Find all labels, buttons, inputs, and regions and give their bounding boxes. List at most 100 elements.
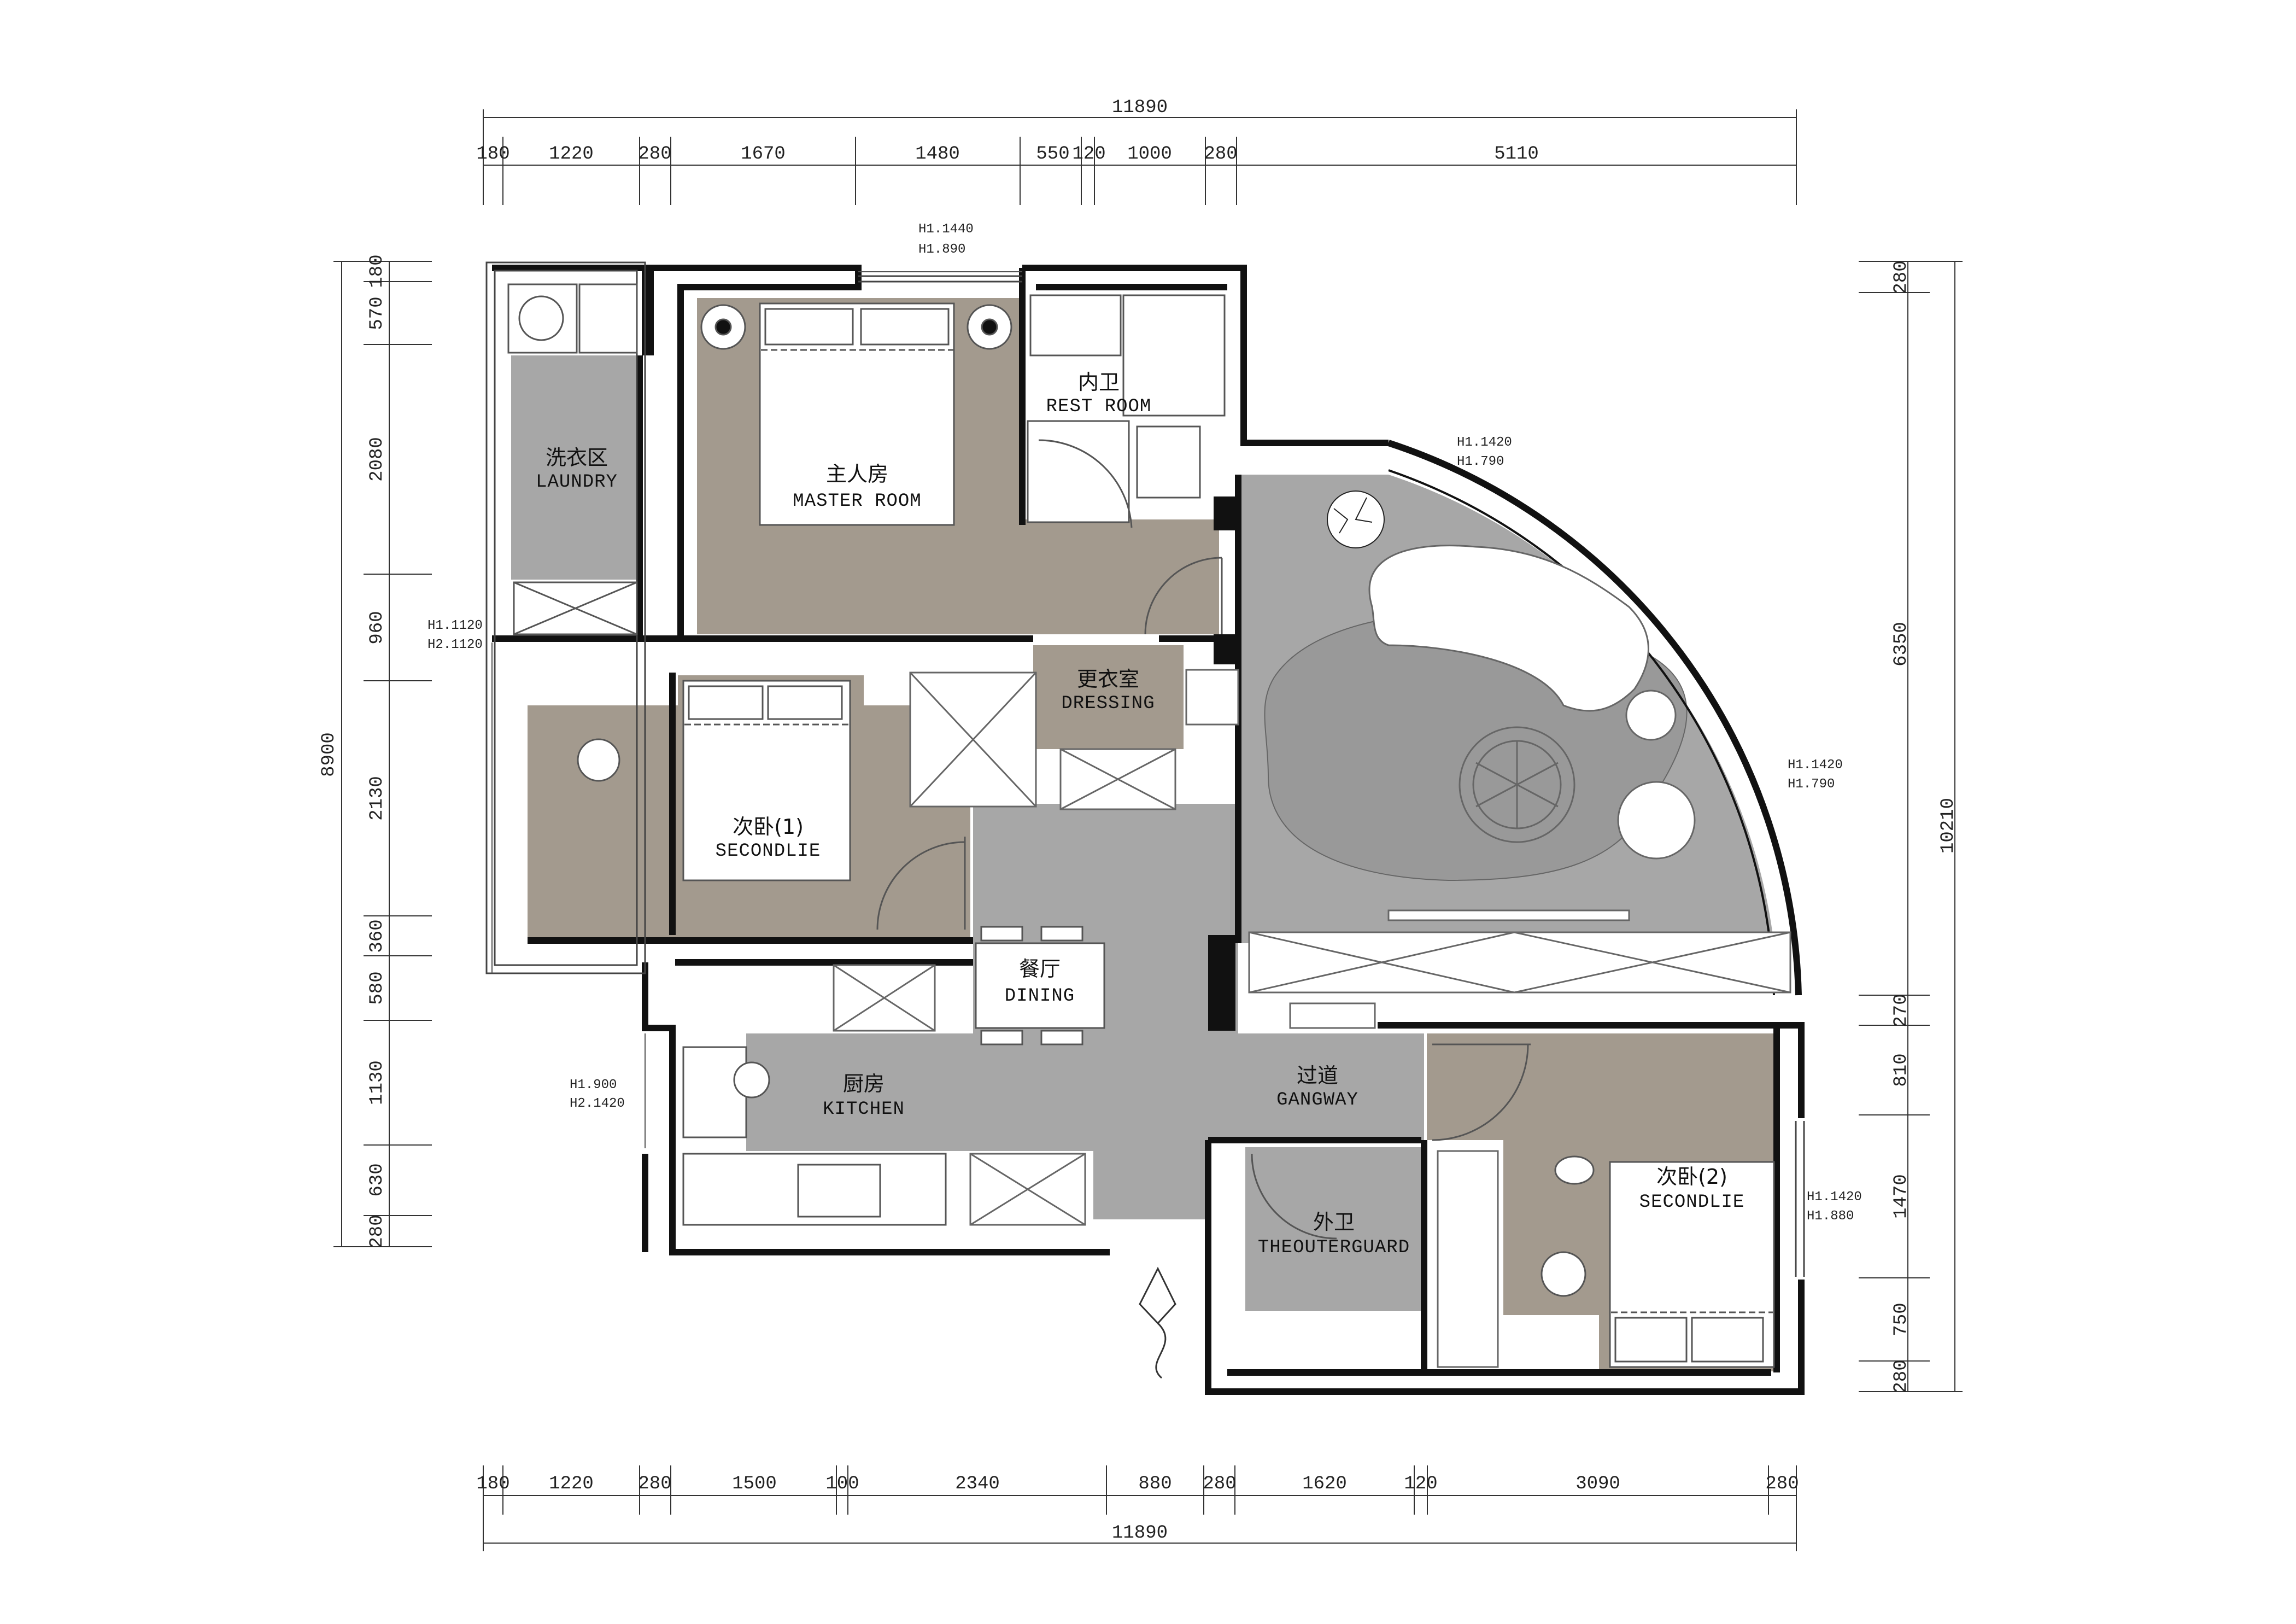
note-laundry-1: H1.1120 <box>427 618 483 633</box>
dressing-label-en: DRESSING <box>1061 693 1155 714</box>
second1-label-cn: 次卧(1) <box>733 815 804 839</box>
laundry-label-cn: 洗衣区 <box>546 446 608 470</box>
dim-right: 280 <box>1891 1359 1912 1393</box>
dim-bottom-total: 11890 <box>1112 1523 1168 1544</box>
dim-bottom: 280 <box>1203 1474 1236 1494</box>
dim-top: 1220 <box>549 144 594 165</box>
windows <box>491 271 1022 1148</box>
note-arc-top-1: H1.1420 <box>1457 435 1512 450</box>
dim-left: 360 <box>367 919 388 953</box>
dim-top: 1480 <box>915 144 960 165</box>
columns <box>1208 496 1238 1031</box>
dim-left: 2080 <box>367 437 388 482</box>
note-laundry-2: H2.1120 <box>427 638 483 652</box>
laundry-label-en: LAUNDRY <box>536 472 618 493</box>
dim-bottom: 3090 <box>1575 1474 1620 1494</box>
master-label-cn: 主人房 <box>826 462 888 486</box>
dressing-label-cn: 更衣室 <box>1077 667 1139 691</box>
dim-bottom: 1500 <box>732 1474 777 1494</box>
dim-top: 180 <box>476 144 509 165</box>
sofa-icon <box>1368 545 1696 860</box>
note-kitchen-1: H1.900 <box>570 1078 617 1093</box>
north-arrow-icon <box>1139 1266 1176 1379</box>
note-bedroom2-1: H1.1420 <box>1807 1190 1862 1205</box>
dimension-labels-left: 8900 180 570 2080 960 2130 360 580 1130 … <box>319 254 388 1248</box>
dining-label-en: DINING <box>1005 986 1075 1007</box>
dim-left: 960 <box>367 611 388 644</box>
dining-table-icon <box>975 926 1105 1045</box>
dim-top: 280 <box>1204 144 1237 165</box>
dim-bottom: 120 <box>1404 1474 1437 1494</box>
doors <box>876 439 1531 1240</box>
outerbath-floor <box>1245 1147 1423 1311</box>
dim-bottom: 2340 <box>955 1474 1000 1494</box>
restroom-label-cn: 内卫 <box>1078 370 1120 394</box>
outer-label-en: THEOUTERGUARD <box>1258 1237 1410 1258</box>
dim-right: 6350 <box>1891 622 1912 667</box>
window-height-notes: H1.1440 H1.890 H1.1420 H1.790 H1.1420 H1… <box>427 222 1862 1224</box>
restroom-label-en: REST ROOM <box>1046 396 1152 417</box>
dim-right: 280 <box>1891 260 1912 294</box>
gangway-label-cn: 过道 <box>1297 1064 1338 1088</box>
dim-bottom: 880 <box>1138 1474 1172 1494</box>
dim-top: 120 <box>1072 144 1105 165</box>
note-north-2: H1.890 <box>918 242 965 257</box>
dim-right: 750 <box>1891 1302 1912 1336</box>
kitchen-counter-icon <box>682 1046 947 1226</box>
dim-top: 1000 <box>1127 144 1172 165</box>
second2-bed-icon <box>1541 1155 1775 1368</box>
dim-top: 5110 <box>1494 144 1539 165</box>
dim-bottom: 1620 <box>1302 1474 1347 1494</box>
cabinets <box>833 669 1791 1368</box>
dim-left: 2130 <box>367 776 388 821</box>
walls <box>492 265 1805 1395</box>
dim-bottom: 280 <box>1765 1474 1799 1494</box>
dim-left: 1130 <box>367 1060 388 1105</box>
dim-left-total: 8900 <box>319 732 339 777</box>
dim-bottom: 180 <box>476 1474 509 1494</box>
dim-right-total: 10210 <box>1938 798 1959 854</box>
note-bedroom2-2: H1.880 <box>1807 1209 1854 1224</box>
dim-bottom: 280 <box>638 1474 671 1494</box>
second1-label-en: SECONDLIE <box>716 841 821 862</box>
kitchen-floor <box>746 1033 1102 1151</box>
dim-bottom: 100 <box>825 1474 859 1494</box>
note-arc-right-2: H1.790 <box>1788 777 1835 792</box>
outer-label-cn: 外卫 <box>1313 1210 1355 1234</box>
dim-left: 580 <box>367 971 388 1004</box>
note-kitchen-2: H2.1420 <box>570 1096 625 1111</box>
room-labels: 洗衣区 LAUNDRY 主人房 MASTER ROOM 内卫 REST ROOM… <box>536 370 1744 1258</box>
dim-left: 180 <box>367 254 388 288</box>
kitchen-label-cn: 厨房 <box>843 1072 885 1096</box>
dim-top: 280 <box>638 144 671 165</box>
dim-left: 630 <box>367 1163 388 1196</box>
note-north-1: H1.1440 <box>918 222 974 237</box>
dimension-labels: 11890 180 1220 280 1670 1480 550 120 100… <box>476 97 1799 1544</box>
dim-bottom: 1220 <box>549 1474 594 1494</box>
master-label-en: MASTER ROOM <box>793 491 921 512</box>
gangway-label-en: GANGWAY <box>1276 1090 1358 1111</box>
dim-top-total: 11890 <box>1112 97 1168 118</box>
dining-label-cn: 餐厅 <box>1019 957 1061 981</box>
dim-left: 280 <box>367 1214 388 1248</box>
laundry-floor <box>511 355 640 580</box>
dimension-ticks <box>333 109 1963 1551</box>
restroom-fixtures-icon <box>1027 294 1226 523</box>
second2-label-en: SECONDLIE <box>1639 1192 1745 1213</box>
second1-bed-icon <box>577 680 851 881</box>
dimension-lines <box>341 117 1955 1544</box>
dim-right: 270 <box>1891 994 1912 1027</box>
washer-icon <box>507 283 638 635</box>
dim-top: 1670 <box>741 144 786 165</box>
dim-right: 810 <box>1891 1053 1912 1086</box>
plant-icon <box>1327 490 1385 548</box>
note-arc-top-2: H1.790 <box>1457 454 1504 469</box>
kitchen-label-en: KITCHEN <box>823 1099 905 1120</box>
dimension-labels-right: 280 6350 10210 270 810 1470 750 280 <box>1891 260 1959 1393</box>
note-arc-right-1: H1.1420 <box>1788 758 1843 773</box>
dim-left: 570 <box>367 296 388 330</box>
master-bed-icon <box>700 302 1012 526</box>
dressing-floor <box>1033 645 1184 749</box>
second2-label-cn: 次卧(2) <box>1656 1165 1727 1189</box>
